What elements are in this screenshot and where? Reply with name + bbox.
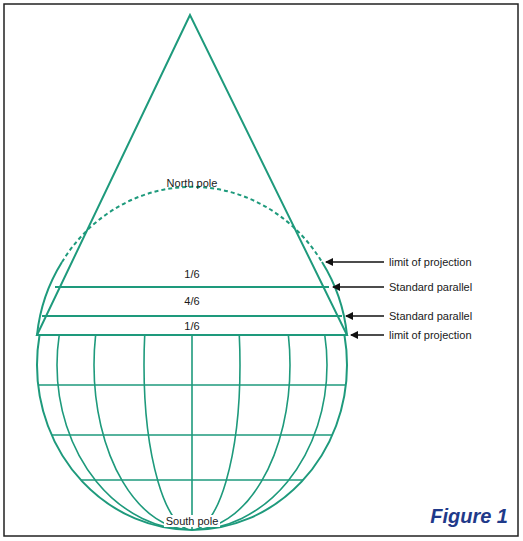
limit-label: limit of projection [389,256,472,268]
parallel-label: Standard parallel [389,310,472,322]
figure-caption: Figure 1 [430,505,508,527]
standard-parallel-line [42,315,342,317]
hidden-arc [62,187,322,262]
fraction-label: 1/6 [182,268,201,280]
globe-side [37,262,62,335]
frame [4,4,518,536]
standard-parallel-line [55,286,329,288]
fraction-label: 1/6 [182,320,201,332]
leader-arrows [326,262,384,335]
limit-label: limit of projection [389,329,472,341]
pole-label: North pole [167,177,218,189]
parallel-label: Standard parallel [389,281,472,293]
fraction-label: 4/6 [182,295,201,307]
pole-label: South pole [164,515,221,527]
globe-side [322,262,347,335]
cone [37,15,347,335]
